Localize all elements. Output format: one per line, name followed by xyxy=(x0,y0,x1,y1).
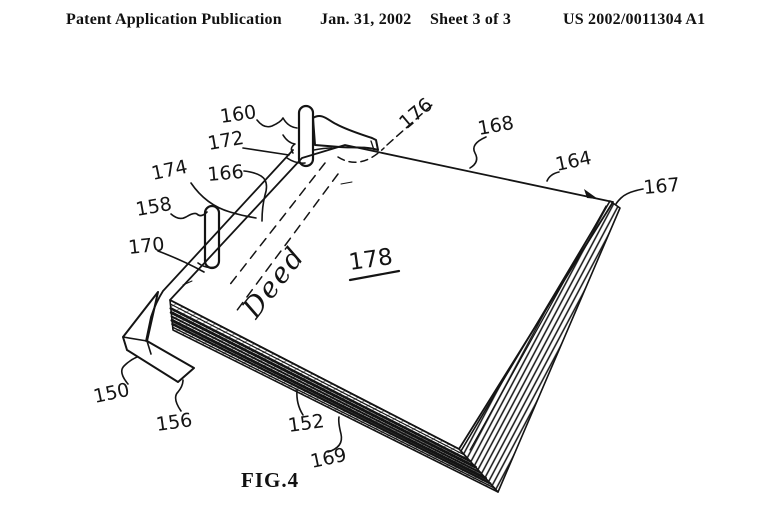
ref-label-160: 160 xyxy=(219,101,258,128)
binder-post-top xyxy=(297,104,315,168)
ref-label-156: 156 xyxy=(155,409,194,436)
ref-label-178: 178 xyxy=(347,244,394,276)
ref-label-176: 176 xyxy=(395,94,437,134)
corner-tab xyxy=(312,114,379,151)
header-sheet-number: Sheet 3 of 3 xyxy=(430,11,512,28)
leader-lines xyxy=(120,117,644,453)
ref-label-169: 169 xyxy=(308,444,348,473)
stack-right-edge xyxy=(460,200,621,493)
phantom-line-176 xyxy=(386,103,434,146)
ref-label-170: 170 xyxy=(127,233,165,259)
ref-label-167: 167 xyxy=(643,174,681,199)
hidden-corner-arc xyxy=(337,147,385,164)
sheet-handwriting-deed: Deed xyxy=(235,240,312,325)
ref-label-166: 166 xyxy=(207,161,245,186)
header-date: Jan. 31, 2002 xyxy=(320,11,412,28)
ref-label-150: 150 xyxy=(91,379,131,408)
ref-label-168: 168 xyxy=(476,112,516,140)
ref-label-164: 164 xyxy=(553,147,593,176)
header-publication: Patent Application Publication xyxy=(66,11,282,28)
ref-label-174: 174 xyxy=(149,156,189,185)
clamp-bar xyxy=(122,291,195,383)
header-patent-number: US 2002/0011304 A1 xyxy=(563,11,706,28)
paper-curl-squiggles xyxy=(197,134,333,269)
binding-strip-outer-edge xyxy=(145,149,294,342)
hidden-edge-dashed-1 xyxy=(227,162,326,288)
top-sheet xyxy=(169,144,614,450)
hidden-edge-dashed-2 xyxy=(234,173,339,314)
ref-label-152: 152 xyxy=(287,410,326,437)
stack-front-edge xyxy=(169,299,499,493)
ref-label-172: 172 xyxy=(206,127,246,155)
edge-arrowhead xyxy=(584,189,598,199)
figure-caption: FIG.4 xyxy=(241,468,299,492)
ref-label-178-underline xyxy=(348,269,401,282)
ref-label-158: 158 xyxy=(134,193,174,221)
